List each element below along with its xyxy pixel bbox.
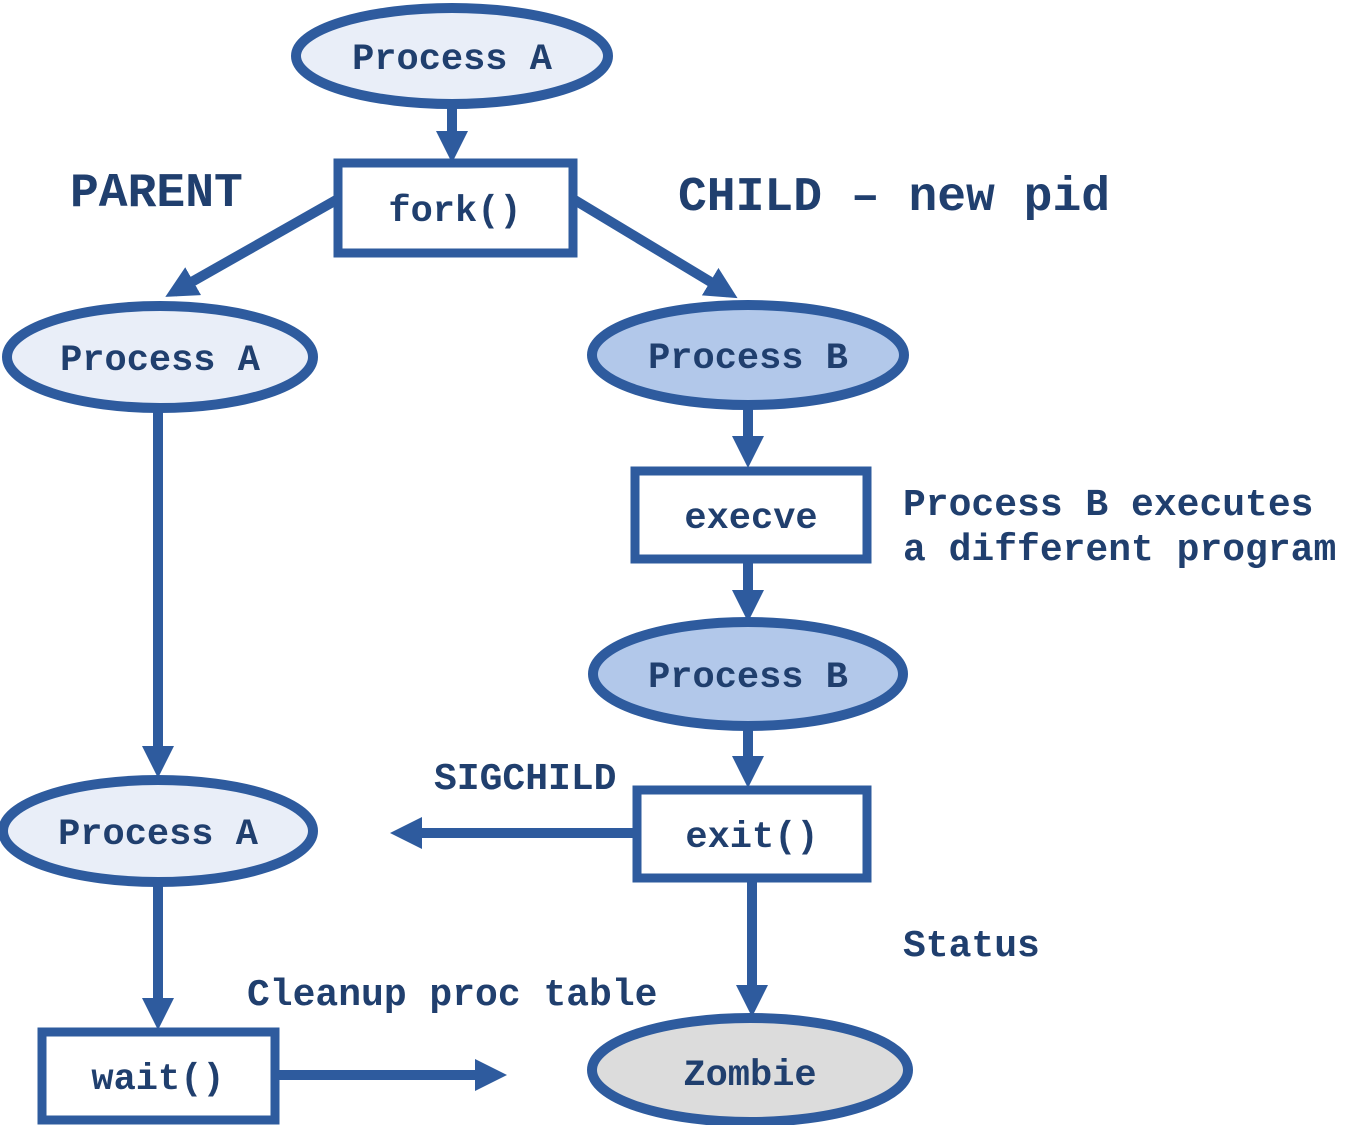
execve-note-line2: a different program — [903, 529, 1336, 572]
process-b-top-node: Process B — [587, 300, 909, 410]
zombie-label: Zombie — [683, 1055, 816, 1097]
fork-label: fork() — [388, 191, 521, 233]
cleanup-annotation: Cleanup proc table — [247, 974, 657, 1017]
process-b-bottom-label: Process B — [648, 657, 848, 699]
process-a-bottom-node: Process A — [0, 775, 318, 887]
status-annotation: Status — [903, 925, 1040, 968]
child-heading: CHILD – new pid — [678, 171, 1110, 225]
execve-label: execve — [684, 498, 817, 540]
wait-label: wait() — [91, 1059, 224, 1101]
process-a-mid-label: Process A — [60, 340, 261, 382]
edge-fork-to-parent — [165, 194, 341, 297]
wait-node: wait() — [37, 1027, 280, 1125]
process-b-top-label: Process B — [648, 338, 848, 380]
process-a-mid-node: Process A — [2, 301, 318, 413]
process-b-bottom-node: Process B — [588, 617, 908, 731]
process-a-top-label: Process A — [352, 39, 553, 81]
exit-node: exit() — [632, 785, 872, 883]
process-a-bottom-label: Process A — [58, 814, 259, 856]
exit-label: exit() — [685, 817, 818, 859]
edge-fork-to-child — [570, 194, 738, 299]
zombie-node: Zombie — [587, 1013, 913, 1125]
fork-node: fork() — [333, 158, 578, 258]
sigchild-annotation: SIGCHILD — [434, 758, 616, 801]
execve-node: execve — [630, 466, 872, 564]
execve-note-line1: Process B executes — [903, 484, 1313, 527]
process-a-top-node: Process A — [291, 3, 613, 109]
parent-heading: PARENT — [70, 167, 243, 221]
